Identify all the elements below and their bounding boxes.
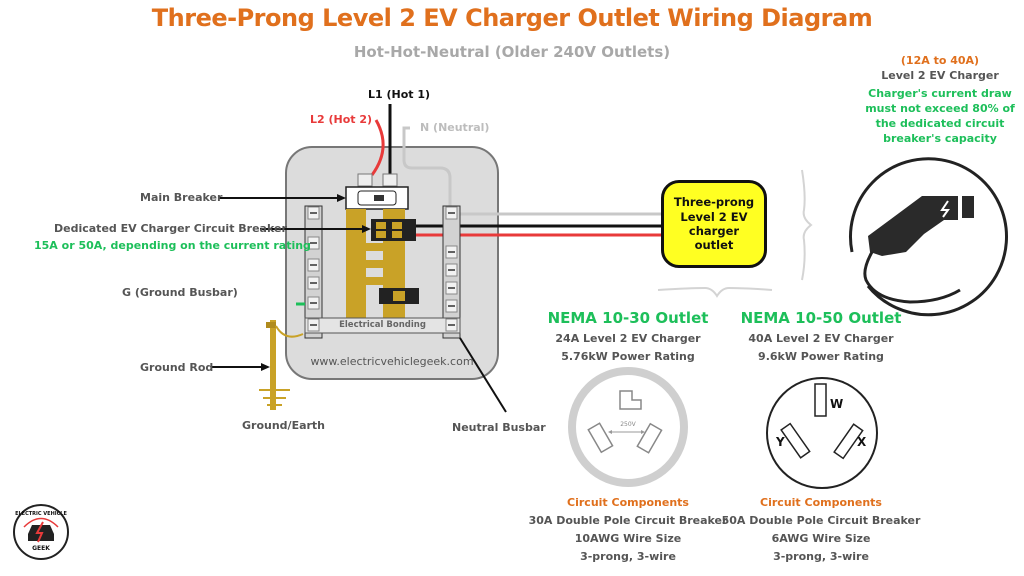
neutral-wire (402, 126, 452, 210)
nema-10-30-outlet-face (568, 367, 688, 487)
ev-plug-icon (849, 157, 1008, 317)
main-breaker-label: Main Breaker (140, 191, 223, 204)
l1-label: L1 (Hot 1) (368, 88, 431, 101)
electrical-bonding-bar (304, 317, 461, 334)
ground-rod (270, 320, 276, 410)
charger-note-line: must not exceed 80% of (865, 102, 1015, 115)
page-title: Three-Prong Level 2 EV Charger Outlet Wi… (151, 4, 873, 32)
terminal (357, 173, 373, 187)
nema-10-50-title: NEMA 10-50 Outlet (740, 309, 902, 327)
logo-top-text: ELECTRIC VEHICLE (15, 511, 67, 517)
arrow-head (337, 194, 346, 202)
charger-range: (12A to 40A) (900, 54, 980, 67)
three-prong-outlet-box: Three-prong Level 2 EV charger outlet (661, 180, 767, 268)
hot-busbar-left (346, 209, 366, 319)
ground-rod-clamp (266, 322, 276, 328)
ev-breaker-note: 15A or 50A, depending on the current rat… (34, 239, 311, 252)
charger-note-line: Charger's current draw (868, 87, 1012, 100)
ground-wire (275, 325, 304, 338)
busbar-tab (366, 243, 383, 251)
terminal (382, 173, 398, 187)
nema-10-50-component: 50A Double Pole Circuit Breaker (721, 514, 921, 527)
ev-breaker-handle (376, 231, 386, 238)
charger-note-line: the dedicated circuit (875, 117, 1005, 130)
nema-10-50-outlet-face (766, 377, 878, 489)
curly-brace-bottom (657, 286, 773, 298)
page-subtitle: Hot-Hot-Neutral (Older 240V Outlets) (353, 43, 671, 61)
ev-breaker-handle (376, 222, 386, 229)
ev-breaker-handle (392, 222, 402, 229)
nema-10-50-components-title: Circuit Components (760, 496, 882, 509)
website-text: www.electricvehiclegeek.com (310, 355, 474, 368)
pin-x-label: X (857, 435, 867, 449)
nema-10-50-component: 3-prong, 3-wire (773, 550, 869, 563)
ground-rod-label: Ground Rod (140, 361, 214, 374)
nema-10-30-component: 3-prong, 3-wire (580, 550, 676, 563)
ev-breaker-label: Dedicated EV Charger Circuit Breaker (54, 222, 287, 235)
ground-busbar-label: G (Ground Busbar) (122, 286, 238, 299)
charger-note: Charger's current draw must not exceed 8… (858, 86, 1022, 146)
bonding-label: Electrical Bonding (339, 320, 426, 330)
nema-10-30-component: 10AWG Wire Size (574, 532, 682, 545)
charger-note-line: breaker's capacity (883, 132, 997, 145)
l2-label: L2 (Hot 2) (310, 113, 373, 126)
arrow-head (362, 225, 371, 233)
logo-bottom-text: GEEK (32, 545, 50, 552)
voltage-label: 250V (620, 421, 636, 428)
l2-hot2-wire (370, 119, 385, 176)
nema-10-30-charger: 24A Level 2 EV Charger (555, 332, 701, 345)
neutral-label: N (Neutral) (420, 121, 490, 134)
busbar-tab (366, 277, 383, 285)
curly-brace-right (801, 169, 813, 281)
ground-earth-label: Ground/Earth (242, 419, 326, 432)
charger-label: Level 2 EV Charger (881, 69, 999, 82)
neutral-busbar-arrow (459, 337, 507, 413)
nema-10-30-power: 5.76kW Power Rating (561, 350, 695, 363)
electric-vehicle-geek-logo (13, 504, 69, 560)
main-breaker-handle (374, 195, 384, 201)
pin-y-label: Y (776, 435, 785, 449)
busbar-tab (366, 260, 383, 268)
nema-10-30-components-title: Circuit Components (567, 496, 689, 509)
neutral-busbar-label: Neutral Busbar (452, 421, 546, 434)
nema-10-30-component: 30A Double Pole Circuit Breaker (528, 514, 728, 527)
arrow-head (261, 363, 270, 371)
nema-10-30-title: NEMA 10-30 Outlet (547, 309, 709, 327)
ev-breaker-handle (392, 231, 402, 238)
nema-10-50-charger: 40A Level 2 EV Charger (748, 332, 894, 345)
nema-10-50-component: 6AWG Wire Size (771, 532, 871, 545)
pin-w-label: W (830, 397, 844, 411)
busbar-screws (307, 206, 458, 332)
single-breaker-handle (393, 291, 405, 301)
nema-10-50-power: 9.6kW Power Rating (758, 350, 884, 363)
